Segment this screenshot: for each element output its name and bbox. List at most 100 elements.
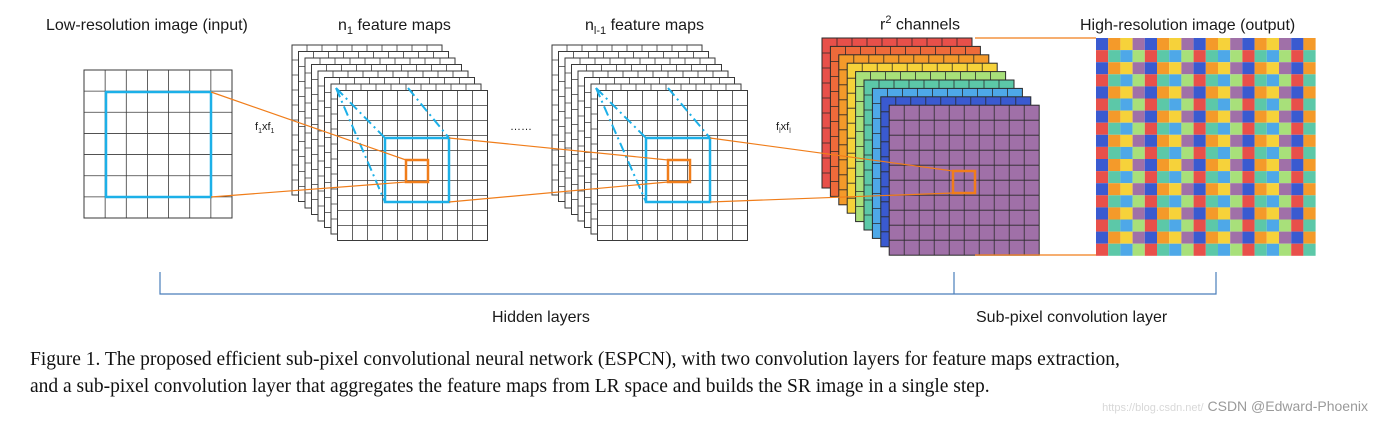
mosaic-pixel [1266,171,1279,184]
mosaic-pixel [1120,50,1133,63]
mosaic-pixel [1157,219,1170,232]
subpixel-layer-label: Sub-pixel convolution layer [976,309,1168,326]
mosaic-pixel [1120,134,1133,147]
n1-prefix: n [338,17,347,34]
nl-suffix: feature maps [606,17,704,34]
mosaic-pixel [1218,110,1231,123]
mosaic-pixel [1242,122,1255,135]
mosaic-pixel [1169,98,1182,111]
mosaic-pixel [1193,134,1206,147]
mosaic-pixel [1266,74,1279,87]
mosaic-pixel [1181,122,1194,135]
mosaic-pixel [1218,159,1231,172]
mosaic-pixel [1303,231,1316,244]
mosaic-pixel [1218,243,1231,256]
mosaic-pixel [1120,207,1133,220]
mosaic-pixel [1205,159,1218,172]
mosaic-pixel [1108,159,1121,172]
mosaic-pixel [1279,231,1292,244]
mosaic-pixel [1144,38,1157,51]
nl-prefix: n [585,17,594,34]
mosaic-pixel [1181,159,1194,172]
mosaic-pixel [1181,207,1194,220]
n1-feature-map-stack [291,44,488,241]
mosaic-pixel [1205,207,1218,220]
mosaic-pixel [1254,74,1267,87]
mosaic-pixel [1279,62,1292,75]
mosaic-pixel [1096,183,1109,196]
mosaic-pixel [1266,159,1279,172]
mosaic-pixel [1120,110,1133,123]
mosaic-pixel [1279,207,1292,220]
mosaic-pixel [1205,171,1218,184]
mosaic-pixel [1120,159,1133,172]
mosaic-pixel [1254,159,1267,172]
mosaic-pixel [1230,219,1243,232]
mosaic-pixel [1218,134,1231,147]
nl-feature-maps-label: nl-1 feature maps [585,17,704,37]
mosaic-pixel [1205,195,1218,208]
mosaic-pixel [1230,50,1243,63]
mosaic-pixel [1157,171,1170,184]
mosaic-pixel [1266,219,1279,232]
mosaic-pixel [1144,159,1157,172]
mosaic-pixel [1181,62,1194,75]
mosaic-pixel [1291,146,1304,159]
mosaic-pixel [1144,207,1157,220]
mosaic-pixel [1108,219,1121,232]
mosaic-pixel [1181,74,1194,87]
mosaic-pixel [1242,207,1255,220]
mosaic-pixel [1096,134,1109,147]
mosaic-pixel [1181,183,1194,196]
mosaic-pixel [1242,219,1255,232]
mosaic-pixel [1242,231,1255,244]
mosaic-pixel [1108,146,1121,159]
mosaic-pixel [1108,110,1121,123]
nl-sub: l-1 [593,25,607,38]
mosaic-pixel [1303,195,1316,208]
mosaic-pixel [1230,195,1243,208]
mosaic-pixel [1132,146,1145,159]
mosaic-pixel [1218,122,1231,135]
mosaic-pixel [1291,243,1304,256]
mosaic-pixel [1157,243,1170,256]
mosaic-pixel [1169,122,1182,135]
mosaic-pixel [1266,50,1279,63]
mosaic-pixel [1291,207,1304,220]
mosaic-pixel [1230,74,1243,87]
mosaic-pixel [1157,231,1170,244]
mosaic-pixel [1144,183,1157,196]
mosaic-pixel [1120,146,1133,159]
mosaic-pixel [1254,231,1267,244]
mosaic-pixel [1144,171,1157,184]
hidden-layers-label: Hidden layers [492,309,590,326]
mosaic-pixel [1242,134,1255,147]
mosaic-pixel [1266,146,1279,159]
mosaic-pixel [1279,122,1292,135]
nl-1-feature-map-stack [551,44,748,241]
mosaic-pixel [1096,231,1109,244]
mosaic-pixel [1096,86,1109,99]
kernel-dash-line [595,87,647,203]
kernel-window [644,136,712,204]
mosaic-pixel [1096,243,1109,256]
mosaic-pixel [1108,207,1121,220]
mosaic-pixel [1108,183,1121,196]
mosaic-pixel [1266,98,1279,111]
mosaic-pixel [1169,171,1182,184]
mosaic-pixel [1096,219,1109,232]
mosaic-pixel [1120,38,1133,51]
channel-layer-8 [888,104,1040,256]
mosaic-pixel [1242,171,1255,184]
mosaic-pixel [1181,38,1194,51]
mosaic-pixel [1181,50,1194,63]
n1-feature-maps-label: n1 feature maps [338,17,451,37]
mosaic-pixel [1108,171,1121,184]
mosaic-pixel [1303,110,1316,123]
mosaic-pixel [1157,159,1170,172]
f1-a: f [255,121,259,133]
mosaic-pixel [1230,207,1243,220]
fl-x: xf [780,121,790,133]
projection-line [448,137,669,161]
mosaic-pixel [1230,134,1243,147]
